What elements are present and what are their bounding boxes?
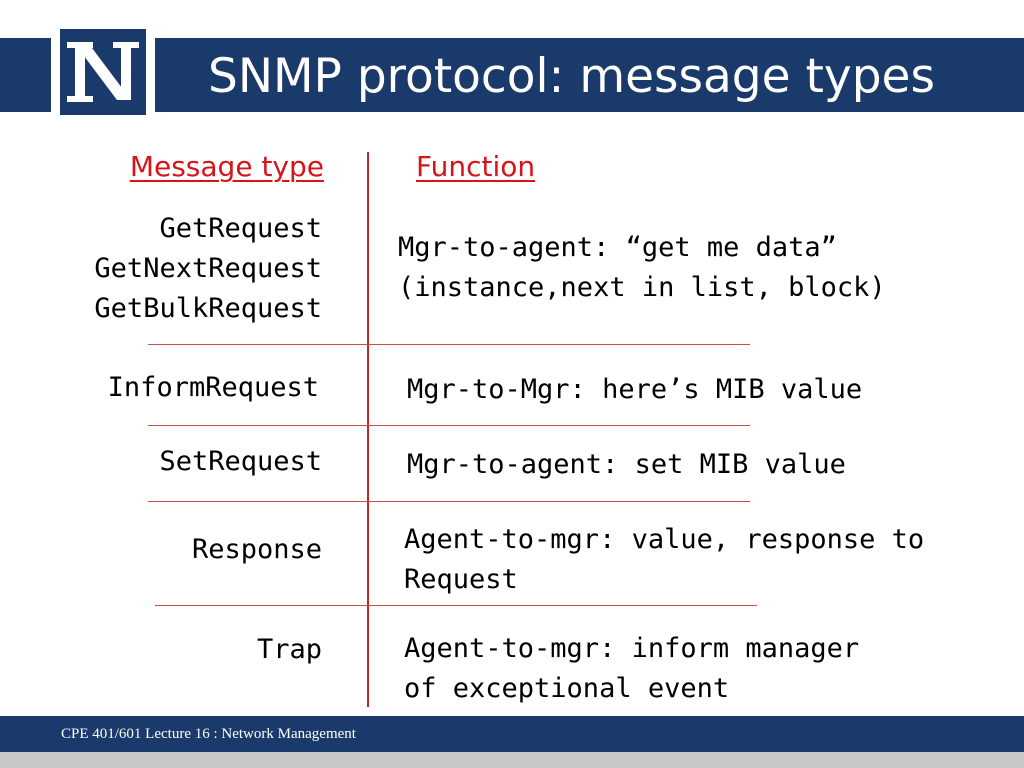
column-header-message-type: Message type bbox=[129, 150, 324, 183]
footer-strip bbox=[0, 752, 1024, 768]
function-cell: Agent-to-mgr: value, response to Request bbox=[404, 520, 924, 600]
function-text: Agent-to-mgr: value, response to bbox=[404, 524, 925, 555]
message-type-cell: InformRequest bbox=[108, 368, 319, 408]
function-cell: Mgr-to-Mgr: here’s MIB value bbox=[407, 370, 862, 410]
message-type: InformRequest bbox=[107, 372, 319, 403]
function-cell: Agent-to-mgr: inform manager of exceptio… bbox=[404, 629, 859, 709]
function-text: Mgr-to-agent: “get me data” bbox=[398, 232, 837, 263]
message-type-cell: Trap bbox=[257, 630, 322, 670]
function-text: (instance,next in list, block) bbox=[398, 272, 886, 303]
function-text: Mgr-to-Mgr: here’s MIB value bbox=[407, 374, 863, 405]
message-type: SetRequest bbox=[159, 446, 322, 477]
function-cell: Mgr-to-agent: “get me data” (instance,ne… bbox=[398, 228, 886, 308]
message-type-cell: Response bbox=[192, 530, 322, 570]
message-type: GetBulkRequest bbox=[94, 293, 322, 324]
row-divider bbox=[148, 344, 750, 345]
function-text: Agent-to-mgr: inform manager bbox=[404, 633, 860, 664]
message-type: GetNextRequest bbox=[94, 253, 322, 284]
footer-text: CPE 401/601 Lecture 16 : Network Managem… bbox=[61, 726, 356, 742]
message-type: GetRequest bbox=[159, 213, 322, 244]
university-n-logo-icon bbox=[60, 29, 146, 115]
university-logo bbox=[51, 20, 155, 124]
function-cell: Mgr-to-agent: set MIB value bbox=[407, 445, 846, 485]
message-type-cell: SetRequest bbox=[159, 442, 322, 482]
page-title: SNMP protocol: message types bbox=[208, 49, 935, 104]
column-header-function: Function bbox=[416, 150, 536, 183]
title-bar bbox=[0, 38, 1024, 112]
row-divider bbox=[148, 425, 750, 426]
footer-bar: CPE 401/601 Lecture 16 : Network Managem… bbox=[0, 716, 1024, 752]
row-divider bbox=[148, 501, 750, 502]
function-text: Mgr-to-agent: set MIB value bbox=[407, 449, 846, 480]
message-type: Response bbox=[191, 534, 322, 565]
message-type: Trap bbox=[256, 634, 322, 665]
message-type-cell: GetRequest GetNextRequest GetBulkRequest bbox=[94, 209, 322, 329]
function-text: Request bbox=[404, 564, 518, 595]
n-letter-icon bbox=[67, 42, 139, 102]
row-divider bbox=[155, 605, 757, 606]
function-text: of exceptional event bbox=[404, 673, 730, 704]
column-divider bbox=[367, 152, 369, 707]
